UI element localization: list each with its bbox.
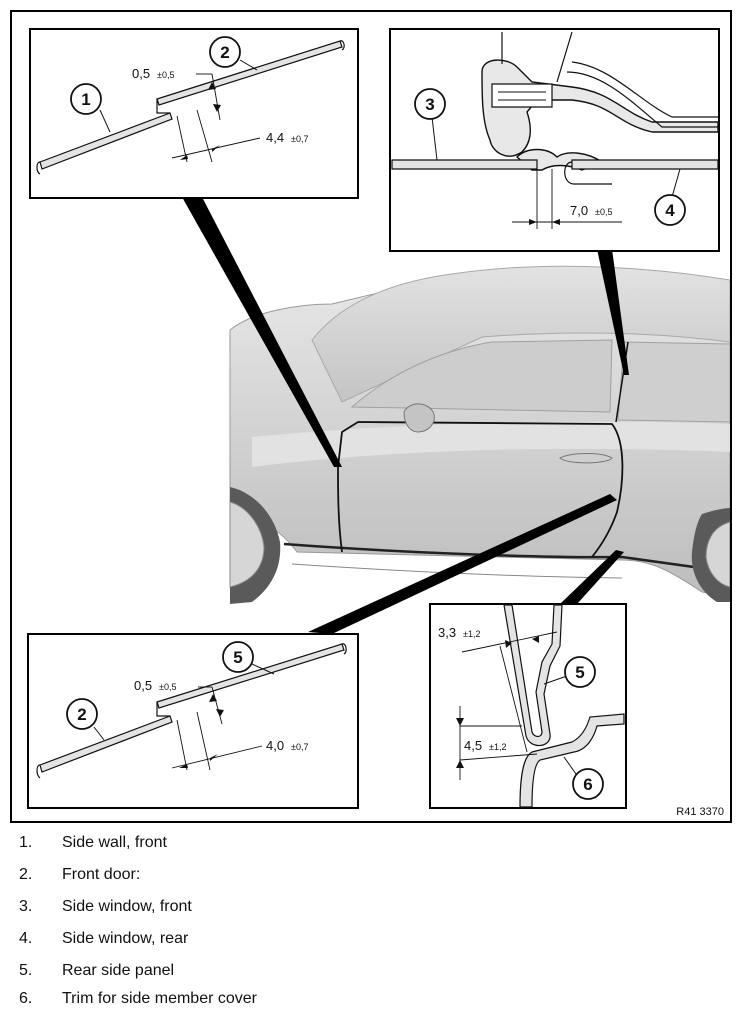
bl-offset-value: 4,0 (266, 738, 284, 753)
br-top-tol: ±1,2 (463, 629, 480, 639)
legend-label: Side window, rear (62, 930, 189, 947)
callout-tl-1: 1 (81, 90, 90, 109)
callout-br-6: 6 (583, 775, 592, 794)
legend-label: Front door: (62, 866, 141, 883)
bl-gap-tol: ±0,5 (159, 682, 176, 692)
tl-offset-value: 4,4 (266, 130, 284, 145)
leader-wedges (182, 197, 629, 634)
bl-gap-value: 0,5 (134, 678, 152, 693)
leader-rear-door-seam (308, 494, 617, 634)
callout-tl-2: 2 (220, 43, 229, 62)
detail-bottom-right: 3,3 ±1,2 4,5 ±1,2 5 6 (429, 603, 627, 809)
diagram-canvas: 0,5 ±0,5 4,4 ±0,7 1 2 7,0 ±0,5 (27, 28, 730, 809)
bl-offset-tol: ±0,7 (291, 742, 308, 752)
callout-tr-3: 3 (425, 95, 434, 114)
tr-offset-tol: ±0,5 (595, 207, 612, 217)
detail-top-right: 7,0 ±0,5 3 4 (389, 28, 720, 252)
br-bottom-tol: ±1,2 (489, 742, 506, 752)
legend-number: 4. (19, 930, 33, 947)
br-top-value: 3,3 (438, 625, 456, 640)
legend-label: Trim for side member cover (62, 990, 257, 1007)
callout-bl-2: 2 (77, 705, 86, 724)
legend-label: Side window, front (62, 898, 192, 915)
legend-number: 1. (19, 834, 33, 851)
tl-offset-tol: ±0,7 (291, 134, 308, 144)
br-bottom-value: 4,5 (464, 738, 482, 753)
detail-bottom-left: 0,5 ±0,5 4,0 ±0,7 2 5 (27, 633, 359, 809)
legend-number: 2. (19, 866, 33, 883)
legend-number: 3. (19, 898, 33, 915)
legend-label: Rear side panel (62, 962, 175, 979)
leader-sill (560, 550, 624, 604)
detail-top-left: 0,5 ±0,5 4,4 ±0,7 1 2 (29, 28, 359, 199)
callout-tr-4: 4 (665, 201, 675, 220)
callout-br-5: 5 (575, 663, 584, 682)
callout-bl-5: 5 (233, 648, 242, 667)
leader-front-door-seam (182, 197, 342, 467)
exploded-diagram: 0,5 ±0,5 4,4 ±0,7 1 2 7,0 ±0,5 (10, 10, 732, 823)
tl-gap-tol: ±0,5 (157, 70, 174, 80)
legend-number: 5. (19, 962, 33, 979)
tl-gap-value: 0,5 (132, 66, 150, 81)
legend-number: 6. (19, 990, 33, 1007)
reference-code: R41 3370 (676, 806, 724, 818)
legend-label: Side wall, front (62, 834, 167, 851)
leader-window-seam (597, 249, 629, 375)
tr-offset-value: 7,0 (570, 203, 588, 218)
car-illustration (229, 265, 730, 604)
